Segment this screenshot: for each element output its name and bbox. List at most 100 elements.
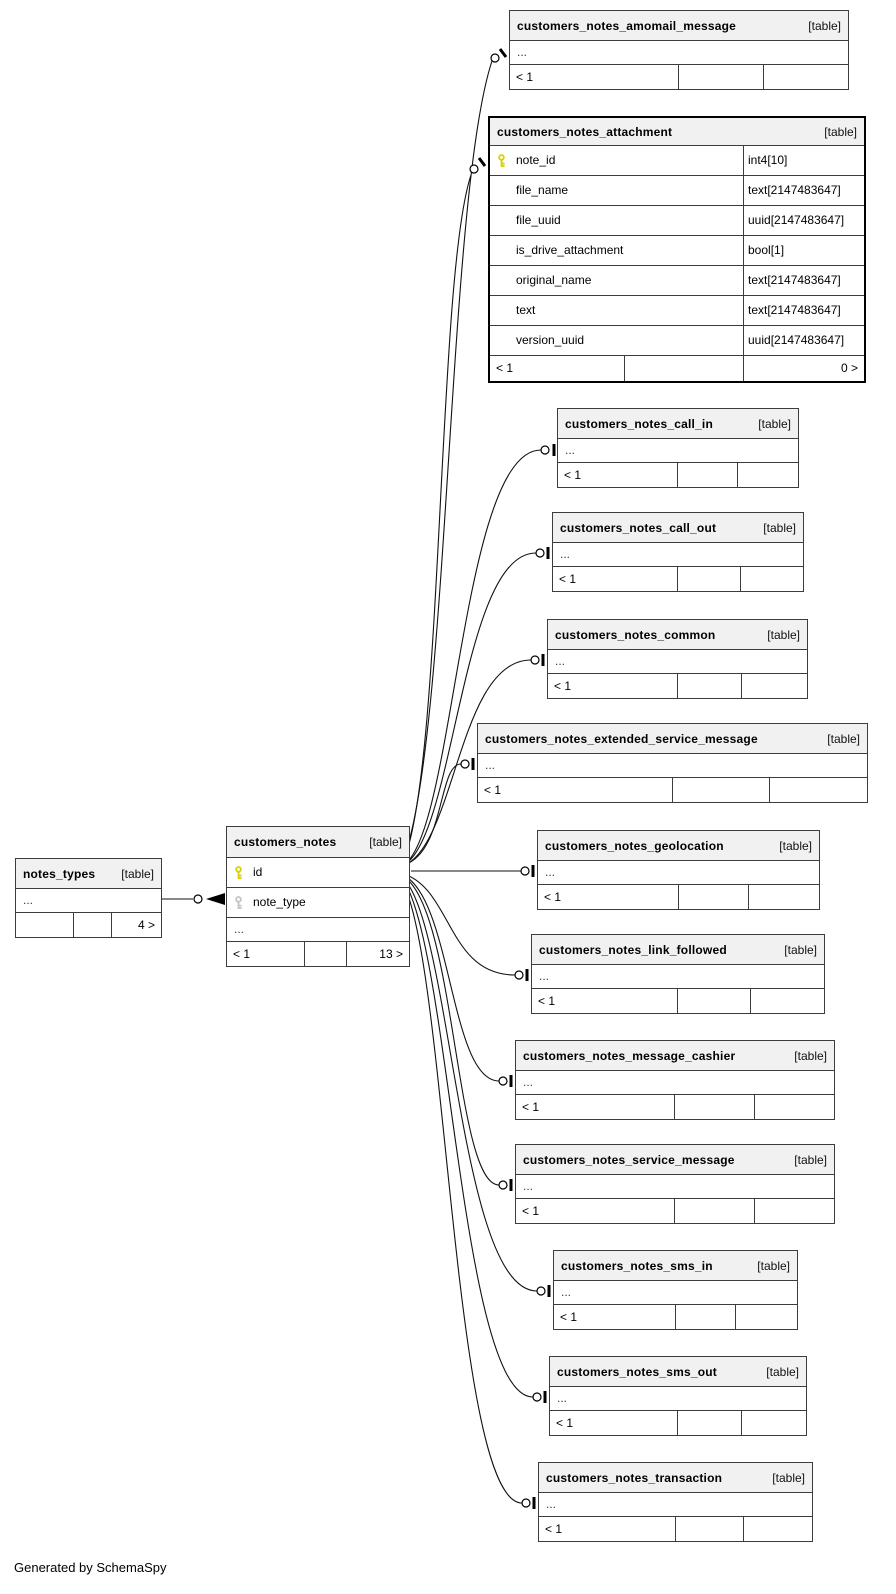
footer-parents: < 1 <box>539 1517 676 1541</box>
footer-mid <box>678 463 738 487</box>
tee-terminator-icon <box>477 157 487 167</box>
table-name: customers_notes_call_out <box>560 520 717 535</box>
table-footer: < 1 <box>553 567 803 591</box>
table-header[interactable]: customers_notes_transaction [table] <box>539 1463 812 1493</box>
primary-key-icon <box>235 865 242 879</box>
footer-children <box>741 567 804 591</box>
table-footer: < 1 <box>516 1095 834 1119</box>
footer-children <box>770 778 867 802</box>
footer-mid <box>625 356 745 381</box>
ellipsis-row: ... <box>532 965 824 989</box>
edge-to-service_message <box>402 875 500 1186</box>
table-header[interactable]: notes_types [table] <box>16 859 161 889</box>
table-customers_notes_attachment: customers_notes_attachment [table] note_… <box>488 116 866 383</box>
table-header[interactable]: customers_notes_sms_in [table] <box>554 1251 797 1281</box>
table-header[interactable]: customers_notes_amomail_message [table] <box>510 11 848 41</box>
column-name: version_uuid <box>516 333 585 347</box>
table-customers_notes_geolocation: customers_notes_geolocation [table] ... … <box>537 830 820 910</box>
primary-key-icon <box>498 153 505 167</box>
table-customers_notes_amomail_message: customers_notes_amomail_message [table] … <box>509 10 849 90</box>
footer-mid <box>678 989 751 1013</box>
footer-mid <box>676 1517 744 1541</box>
table-header[interactable]: customers_notes_service_message [table] <box>516 1145 834 1175</box>
table-header[interactable]: customers_notes_link_followed [table] <box>532 935 824 965</box>
column-row[interactable]: note_id int4[10] <box>490 146 864 176</box>
edge-to-transaction <box>399 877 523 1504</box>
table-customers_notes_sms_out: customers_notes_sms_out [table] ... < 1 <box>549 1356 807 1436</box>
column-row[interactable]: file_uuid uuid[2147483647] <box>490 206 864 236</box>
tee-terminator-icon <box>498 48 508 58</box>
table-customers_notes_common: customers_notes_common [table] ... < 1 <box>547 619 808 699</box>
table-tag: [table] <box>758 416 791 431</box>
table-name: customers_notes_attachment <box>497 124 673 139</box>
table-tag: [table] <box>794 1152 827 1167</box>
table-tag: [table] <box>767 627 800 642</box>
footer-parents: < 1 <box>227 942 306 966</box>
circle-terminator-icon <box>498 1180 508 1190</box>
table-notes_types: notes_types [table] ... 4 > <box>15 858 162 938</box>
ellipsis-row: ... <box>558 439 798 463</box>
column-name: note_type <box>253 895 306 909</box>
table-header[interactable]: customers_notes_geolocation [table] <box>538 831 819 861</box>
footer-parents: < 1 <box>478 778 673 802</box>
footer-children <box>749 885 819 909</box>
column-type: bool[1] <box>743 236 864 265</box>
column-name: file_name <box>516 183 569 197</box>
ellipsis-row: ... <box>478 754 867 778</box>
footer-children <box>751 989 824 1013</box>
table-tag: [table] <box>808 18 841 33</box>
table-customers_notes_call_out: customers_notes_call_out [table] ... < 1 <box>552 512 804 592</box>
edge-to-extended_service_message <box>403 763 462 866</box>
footer-mid <box>675 1199 755 1223</box>
table-name: notes_types <box>23 866 96 881</box>
edge-to-call_out <box>401 552 537 867</box>
footer-children <box>755 1199 835 1223</box>
table-header[interactable]: customers_notes [table] <box>227 827 409 858</box>
footer-mid <box>675 1095 755 1119</box>
table-footer: < 1 <box>516 1199 834 1223</box>
column-row[interactable]: note_type <box>227 888 409 918</box>
column-type: text[2147483647] <box>743 266 864 295</box>
circle-terminator-icon <box>460 759 470 769</box>
ellipsis-row: ... <box>554 1281 797 1305</box>
column-row[interactable]: id <box>227 858 409 888</box>
column-type: uuid[2147483647] <box>743 326 864 355</box>
footer-children <box>742 1411 806 1435</box>
crow-arrow-icon <box>206 893 225 905</box>
table-customers_notes_message_cashier: customers_notes_message_cashier [table] … <box>515 1040 835 1120</box>
edge-to-attachment <box>399 174 472 870</box>
table-header[interactable]: customers_notes_message_cashier [table] <box>516 1041 834 1071</box>
edge-to-sms_in <box>401 876 538 1292</box>
table-header[interactable]: customers_notes_attachment [table] <box>490 118 864 146</box>
circle-terminator-icon <box>521 1498 531 1508</box>
table-customers_notes_extended_service_message: customers_notes_extended_service_message… <box>477 723 868 803</box>
footer-children <box>744 1517 812 1541</box>
circle-terminator-icon <box>535 548 545 558</box>
table-header[interactable]: customers_notes_common [table] <box>548 620 807 650</box>
column-name: text <box>516 303 536 317</box>
table-customers_notes_service_message: customers_notes_service_message [table] … <box>515 1144 835 1224</box>
column-row[interactable]: version_uuid uuid[2147483647] <box>490 326 864 356</box>
column-name: id <box>253 865 263 879</box>
foreign-key-icon <box>235 895 242 909</box>
circle-terminator-icon <box>193 894 203 904</box>
table-header[interactable]: customers_notes_call_out [table] <box>553 513 803 543</box>
table-name: customers_notes_message_cashier <box>523 1048 736 1063</box>
footer-children <box>736 1305 797 1329</box>
footer-parents: < 1 <box>538 885 679 909</box>
column-row[interactable]: original_name text[2147483647] <box>490 266 864 296</box>
column-name: file_uuid <box>516 213 561 227</box>
ellipsis-row: ... <box>538 861 819 885</box>
column-row[interactable]: file_name text[2147483647] <box>490 176 864 206</box>
table-header[interactable]: customers_notes_sms_out [table] <box>550 1357 806 1387</box>
column-row[interactable]: is_drive_attachment bool[1] <box>490 236 864 266</box>
footer-children <box>738 463 798 487</box>
table-header[interactable]: customers_notes_call_in [table] <box>558 409 798 439</box>
ellipsis-row: ... <box>227 918 409 942</box>
table-name: customers_notes_call_in <box>565 416 713 431</box>
table-header[interactable]: customers_notes_extended_service_message… <box>478 724 867 754</box>
footer-parents: < 1 <box>490 356 625 381</box>
column-row[interactable]: text text[2147483647] <box>490 296 864 326</box>
table-customers_notes_link_followed: customers_notes_link_followed [table] ..… <box>531 934 825 1014</box>
